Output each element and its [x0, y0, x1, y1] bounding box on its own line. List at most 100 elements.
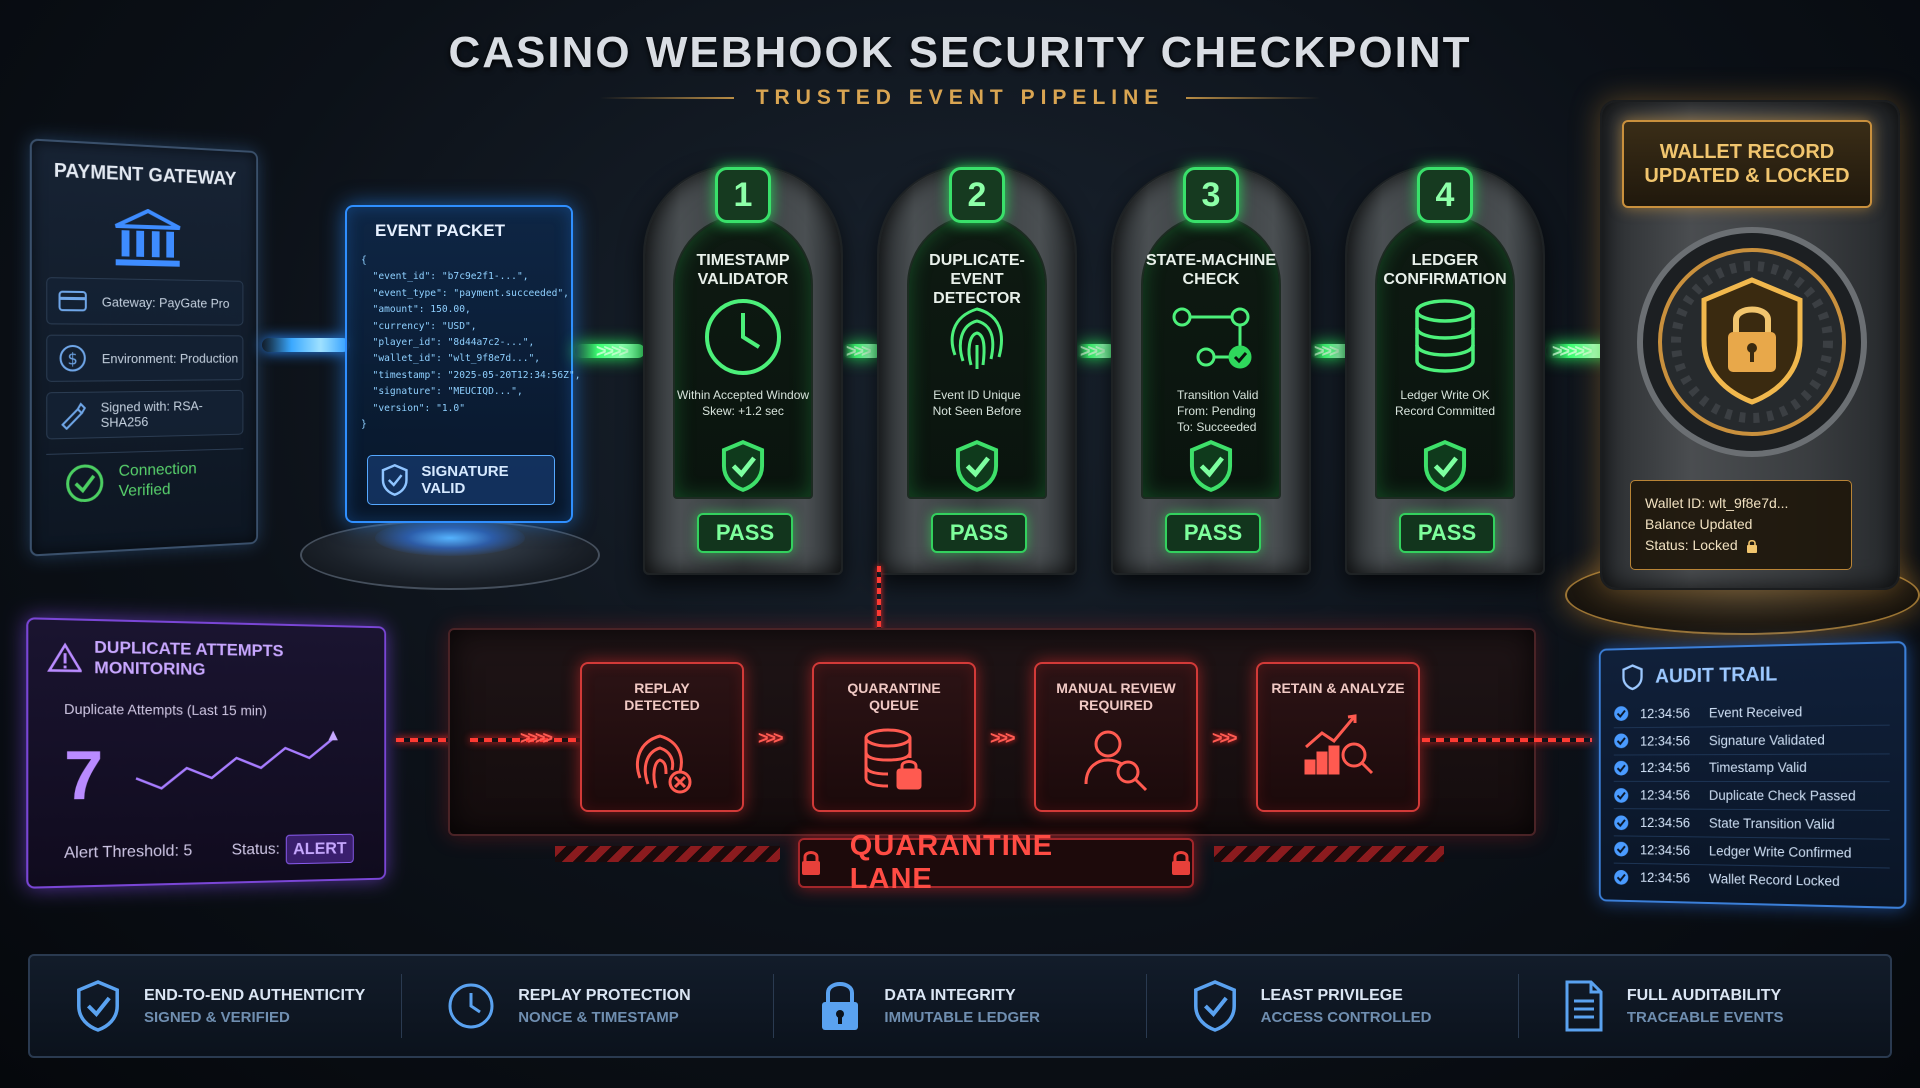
quarantine-step-replay: REPLAY DETECTED	[580, 662, 744, 812]
principle-title: END-TO-END AUTHENTICITY	[144, 987, 365, 1005]
fingerprint-icon	[909, 295, 1045, 379]
audit-entry: 12:34:56State Transition Valid	[1614, 809, 1890, 839]
audit-entry-event: State Transition Valid	[1709, 816, 1835, 832]
pass-badge: PASS	[1399, 513, 1495, 553]
principle-title: FULL AUDITABILITY	[1627, 987, 1784, 1005]
check-circle-icon	[65, 462, 105, 504]
principle-title: REPLAY PROTECTION	[518, 987, 690, 1005]
gate-number-badge: 4	[1417, 167, 1473, 223]
vault-title: WALLET RECORD UPDATED & LOCKED	[1622, 120, 1872, 208]
status-label: Status:	[232, 841, 280, 860]
audit-entry-time: 12:34:56	[1640, 706, 1697, 721]
audit-entry-event: Signature Validated	[1709, 732, 1825, 748]
database-icon	[1377, 295, 1513, 379]
shield-icon	[1621, 663, 1644, 691]
gateway-provider: Gateway: PayGate Pro	[102, 294, 230, 311]
check-circle-icon	[1614, 787, 1629, 803]
subtitle-row: TRUSTED EVENT PIPELINE	[600, 86, 1320, 110]
audit-title: AUDIT TRAIL	[1655, 663, 1777, 688]
gate-inner: LEDGER CONFIRMATION Ledger Write OK Reco…	[1375, 215, 1515, 499]
principle-title: DATA INTEGRITY	[884, 987, 1040, 1005]
gate-inner: DUPLICATE-EVENT DETECTOR Event ID Unique…	[907, 215, 1047, 499]
vault-lock-icon	[1632, 222, 1872, 462]
duplicate-header: DUPLICATE ATTEMPTS MONITORING	[47, 636, 384, 682]
gate-detail: Within Accepted Window Skew: +1.2 sec	[675, 387, 811, 419]
database-lock-icon	[814, 724, 974, 796]
principle-subtitle: SIGNED & VERIFIED	[144, 1009, 365, 1026]
quarantine-step-queue: QUARANTINE QUEUE	[812, 662, 976, 812]
flow-arrows: >>>	[1212, 728, 1235, 749]
duplicate-count: 7	[64, 736, 103, 816]
gateway-row-signing: Signed with: RSA-SHA256	[46, 390, 243, 440]
shield-check-icon	[1191, 978, 1239, 1034]
document-icon	[1563, 979, 1605, 1033]
check-circle-icon	[1614, 706, 1629, 722]
gate-title: TIMESTAMP VALIDATOR	[675, 251, 811, 289]
gate-number-badge: 3	[1183, 167, 1239, 223]
subtitle-rule-left	[600, 97, 734, 99]
beam-gateway-to-packet	[262, 338, 350, 352]
principle-authenticity: END-TO-END AUTHENTICITY SIGNED & VERIFIED	[30, 974, 402, 1038]
lane-line-out	[1422, 738, 1592, 742]
duplicate-subtitle: Duplicate Attempts (Last 15 min)	[64, 701, 384, 720]
wallet-vault: WALLET RECORD UPDATED & LOCKED Wallet ID…	[1600, 100, 1900, 590]
duplicate-trend-sparkline	[132, 724, 356, 805]
audit-entry-event: Duplicate Check Passed	[1709, 788, 1856, 804]
principle-subtitle: ACCESS CONTROLLED	[1261, 1009, 1432, 1026]
audit-trail-panel: AUDIT TRAIL 12:34:56Event Received 12:34…	[1599, 641, 1907, 909]
connection-status-text: Connection Verified	[119, 459, 206, 502]
audit-entry: 12:34:56Timestamp Valid	[1614, 754, 1890, 783]
principle-data-integrity: DATA INTEGRITYIMMUTABLE LEDGER	[774, 974, 1146, 1038]
quarantine-step-review: MANUAL REVIEW REQUIRED	[1034, 662, 1198, 812]
alert-threshold: Alert Threshold: 5	[64, 842, 192, 863]
clock-icon	[675, 295, 811, 379]
shield-check-icon	[1377, 439, 1513, 493]
duplicate-title: DUPLICATE ATTEMPTS MONITORING	[94, 637, 384, 682]
audit-entry-time: 12:34:56	[1640, 761, 1697, 776]
padlock-icon	[1170, 850, 1192, 876]
pass-badge: PASS	[1165, 513, 1261, 553]
page-title: CASINO WEBHOOK SECURITY CHECKPOINT	[0, 28, 1920, 78]
check-circle-icon	[1614, 869, 1629, 885]
payment-gateway-panel: PAYMENT GATEWAY Gateway: PayGate Pro $ E…	[30, 138, 258, 556]
gateway-title: PAYMENT GATEWAY	[32, 159, 256, 192]
card-icon	[57, 285, 87, 316]
audit-entry-time: 12:34:56	[1640, 842, 1697, 858]
audit-entry-time: 12:34:56	[1640, 870, 1697, 886]
principle-auditability: FULL AUDITABILITY TRACEABLE EVENTS	[1519, 974, 1890, 1038]
flow-chevrons: >>>	[1080, 344, 1103, 358]
clock-icon	[446, 981, 496, 1031]
duplicate-attempts-panel: DUPLICATE ATTEMPTS MONITORING Duplicate …	[26, 617, 386, 889]
flow-arrows: >>>>	[520, 728, 550, 749]
alert-badge: ALERT	[286, 834, 354, 865]
gate-state-machine-check: STATE-MACHINE CHECK Transition Valid Fro…	[1111, 165, 1311, 575]
flow-chevrons: >>>>>	[1552, 344, 1590, 358]
audit-header: AUDIT TRAIL	[1621, 658, 1904, 692]
packet-title: EVENT PACKET	[375, 221, 571, 241]
signature-valid-text: SIGNATURE VALID	[421, 463, 554, 497]
audit-entry: 12:34:56Event Received	[1614, 697, 1890, 728]
gate-detail: Transition Valid From: Pending To: Succe…	[1177, 387, 1279, 435]
check-circle-icon	[1614, 733, 1629, 749]
fingerprint-x-icon	[582, 724, 742, 796]
gate-ledger-confirmation: LEDGER CONFIRMATION Ledger Write OK Reco…	[1345, 165, 1545, 575]
padlock-icon	[800, 850, 822, 876]
gate-title: STATE-MACHINE CHECK	[1143, 251, 1279, 289]
flow-chevrons: >>>	[1314, 344, 1337, 358]
pedestal-glow	[375, 520, 525, 556]
audit-entry-event: Ledger Write Confirmed	[1709, 843, 1852, 860]
signature-valid-badge: SIGNATURE VALID	[367, 455, 555, 505]
gate-number-badge: 2	[949, 167, 1005, 223]
principle-subtitle: TRACEABLE EVENTS	[1627, 1009, 1784, 1026]
quarantine-step-analyze: RETAIN & ANALYZE	[1256, 662, 1420, 812]
gate-inner: TIMESTAMP VALIDATOR Within Accepted Wind…	[673, 215, 813, 499]
trend-up-arrow-icon	[328, 731, 337, 741]
vault-balance-status: Balance Updated	[1645, 514, 1837, 535]
quarantine-lane-label: QUARANTINE LANE	[798, 838, 1194, 888]
event-packet-panel: EVENT PACKET { "event_id": "b7c9e2f1-...…	[345, 205, 573, 523]
warning-icon	[47, 642, 82, 673]
pen-icon	[57, 400, 86, 431]
principle-subtitle: NONCE & TIMESTAMP	[518, 1009, 690, 1026]
hazard-stripe-left	[555, 846, 780, 862]
chart-search-icon	[1258, 707, 1418, 779]
